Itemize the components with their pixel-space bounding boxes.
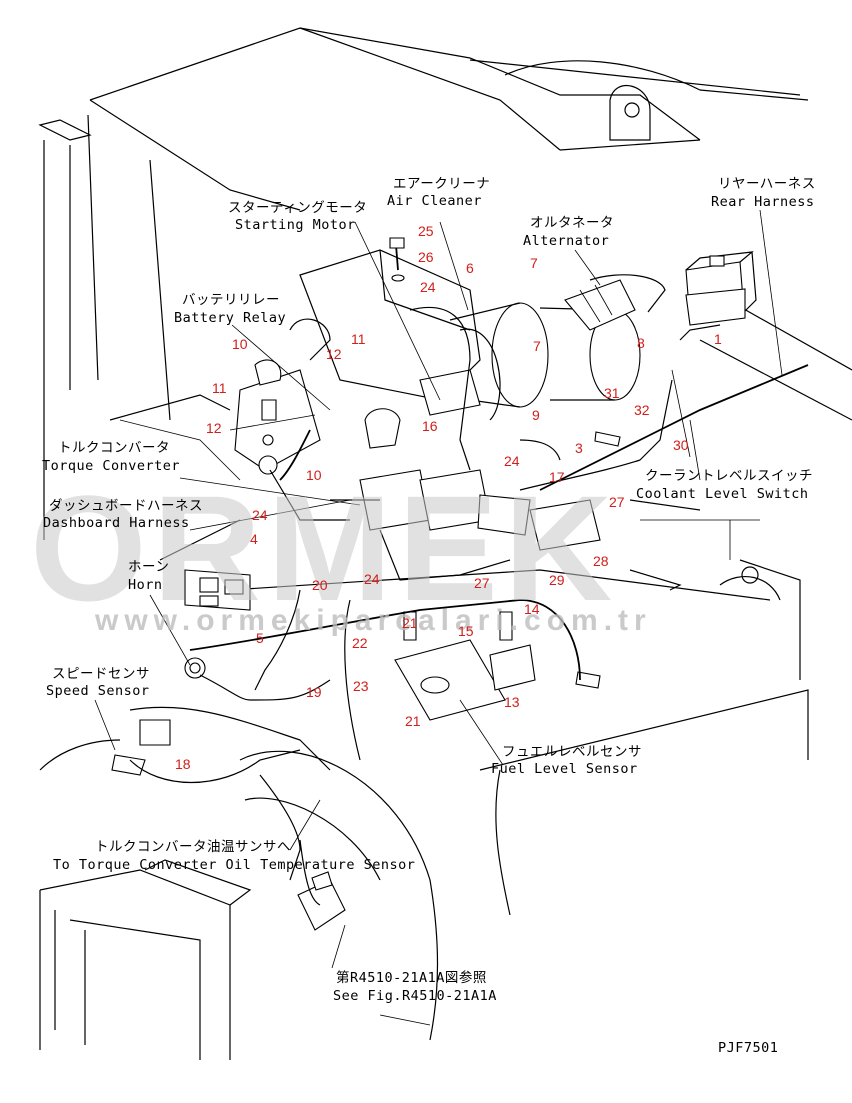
callout-number: 21 xyxy=(402,615,418,631)
label-speed-sensor-jp: スピードセンサ xyxy=(52,666,150,682)
label-starting-motor-en: Starting Motor xyxy=(235,217,356,233)
label-coolant-level-en: Coolant Level Switch xyxy=(636,486,809,502)
callout-number: 12 xyxy=(206,420,222,436)
callout-number: 3 xyxy=(575,440,583,456)
harness-wires xyxy=(129,274,809,906)
callout-number: 5 xyxy=(256,630,264,646)
label-dashboard-harness-jp: ダッシュボードハーネス xyxy=(49,498,203,514)
label-see-fig-jp: 第R4510-21A1A図参照 xyxy=(336,969,487,986)
callout-number: 18 xyxy=(175,756,191,772)
callout-number: 26 xyxy=(418,249,434,265)
label-horn-jp: ホーン xyxy=(128,559,169,575)
callout-number: 31 xyxy=(604,385,620,401)
callout-number: 27 xyxy=(474,575,490,591)
label-torque-converter-jp: トルクコンバータ xyxy=(58,440,170,456)
callout-number: 29 xyxy=(549,572,565,588)
watermark-url: www.ormekiparcalari.com.tr xyxy=(94,604,652,637)
label-battery-relay-jp: バッテリリレー xyxy=(182,292,280,308)
callout-number: 11 xyxy=(351,331,366,347)
callout-number: 11 xyxy=(212,380,227,396)
label-rear-harness-jp: リヤーハーネス xyxy=(718,176,816,192)
label-speed-sensor-en: Speed Sensor xyxy=(46,683,150,699)
callout-number: 24 xyxy=(364,571,380,587)
callout-number: 1 xyxy=(714,331,722,347)
callout-number: 15 xyxy=(458,623,474,639)
callout-number: 24 xyxy=(420,279,436,295)
callout-number: 8 xyxy=(637,335,645,351)
label-battery-relay-en: Battery Relay xyxy=(174,310,286,326)
engine-assembly xyxy=(111,237,757,931)
label-tc-oil-temp-en: To Torque Converter Oil Temperature Sens… xyxy=(53,857,415,873)
machine-outline xyxy=(38,27,852,1060)
label-fuel-level-en: Fuel Level Sensor xyxy=(491,761,638,777)
callout-number: 10 xyxy=(232,336,248,352)
callout-number: 17 xyxy=(549,469,565,485)
callout-number: 7 xyxy=(533,338,541,354)
callout-number: 13 xyxy=(504,694,520,710)
callout-number: 20 xyxy=(312,577,328,593)
label-see-fig-en: See Fig.R4510-21A1A xyxy=(333,988,497,1004)
label-alternator-jp: オルタネータ xyxy=(530,215,614,231)
label-coolant-level-jp: クーラントレベルスイッチ xyxy=(645,468,813,484)
label-alternator-en: Alternator xyxy=(523,233,609,249)
callout-number: 24 xyxy=(504,453,520,469)
label-air-cleaner-jp: エアークリーナ xyxy=(393,176,490,192)
callout-number: 16 xyxy=(422,418,438,434)
callout-number: 24 xyxy=(252,507,268,523)
callout-number: 22 xyxy=(352,635,368,651)
callout-number: 7 xyxy=(530,255,538,271)
callout-number: 14 xyxy=(524,601,540,617)
callout-number: 32 xyxy=(634,402,650,418)
callout-number: 9 xyxy=(532,407,540,423)
callout-number: 27 xyxy=(609,494,625,510)
callout-number: 23 xyxy=(353,678,369,694)
callout-number: 12 xyxy=(326,346,342,362)
callout-number: 19 xyxy=(306,684,322,700)
label-torque-converter-en: Torque Converter xyxy=(42,458,180,474)
label-starting-motor-jp: スターティングモータ xyxy=(228,200,367,216)
callout-number: 10 xyxy=(306,467,322,483)
callout-number: 25 xyxy=(418,223,434,239)
watermark: ORMEK www.ormekiparcalari.com.tr xyxy=(30,464,652,637)
callout-number: 4 xyxy=(250,531,258,547)
label-air-cleaner-en: Air Cleaner xyxy=(387,193,482,209)
watermark-logo: ORMEK xyxy=(30,464,618,632)
callout-number: 21 xyxy=(405,713,421,729)
callout-number: 6 xyxy=(466,260,474,276)
label-fuel-level-jp: フュエルレベルセンサ xyxy=(502,744,642,760)
component-labels: スターティングモータ Starting Motor エアークリーナ Air Cl… xyxy=(42,176,816,1056)
label-rear-harness-en: Rear Harness xyxy=(711,194,815,210)
figure-code: PJF7501 xyxy=(718,1040,778,1056)
callout-number: 30 xyxy=(673,437,689,453)
callout-number: 28 xyxy=(593,553,609,569)
label-tc-oil-temp-jp: トルクコンバータ油温サンサへ xyxy=(95,839,291,855)
callout-numbers: 1 3 4 5 6 7 7 8 9 10 10 11 11 12 12 13 1… xyxy=(175,223,722,772)
label-dashboard-harness-en: Dashboard Harness xyxy=(43,515,190,531)
label-horn-en: Horn xyxy=(128,577,163,593)
leader-lines xyxy=(94,209,783,969)
